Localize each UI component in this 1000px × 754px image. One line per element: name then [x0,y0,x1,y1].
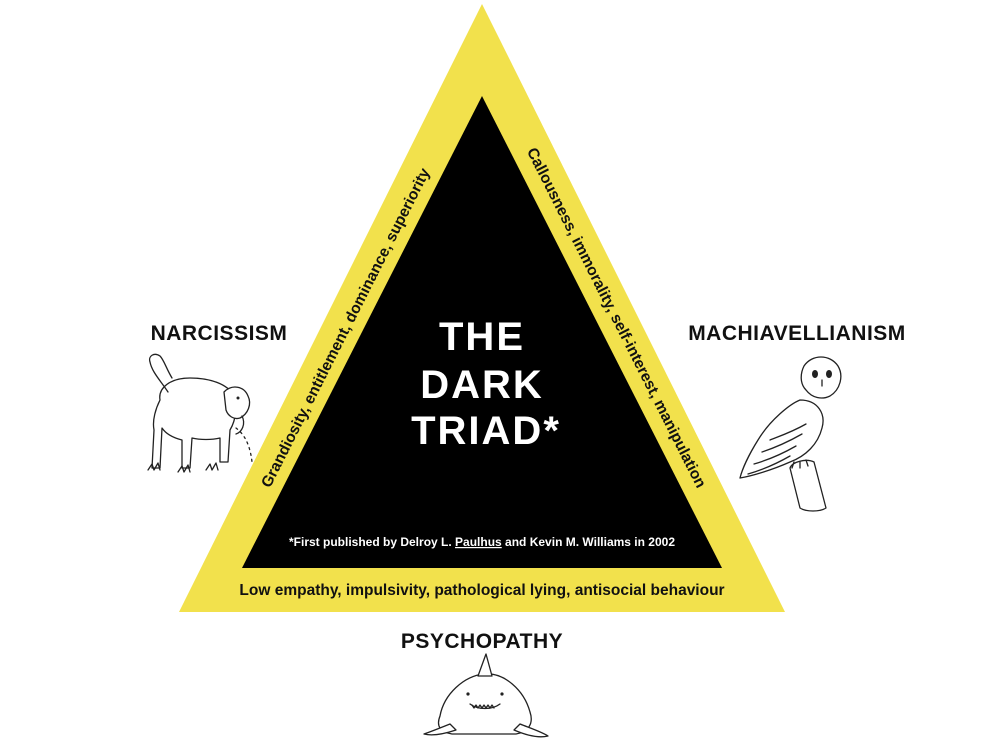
elephant-icon [147,353,253,473]
title-line-1: THE [439,315,525,359]
title-line-2: DARK [420,363,544,407]
inner-triangle [242,96,722,568]
owl-icon [739,356,842,512]
footnote-prefix: *First published by Delroy L. [289,535,455,549]
shark-icon [423,653,549,738]
machiavellianism-label: MACHIAVELLIANISM [688,322,906,345]
psychopathy-description: Low empathy, impulsivity, pathological l… [239,582,724,599]
title-line-3: TRIAD* [411,409,561,453]
footnote-suffix: and Kevin M. Williams in 2002 [502,535,676,549]
psychopathy-label: PSYCHOPATHY [401,630,563,653]
footnote: *First published by Delroy L. Paulhus an… [289,535,675,549]
footnote-author-name: Paulhus [455,535,502,549]
narcissism-label: NARCISSISM [151,322,288,345]
